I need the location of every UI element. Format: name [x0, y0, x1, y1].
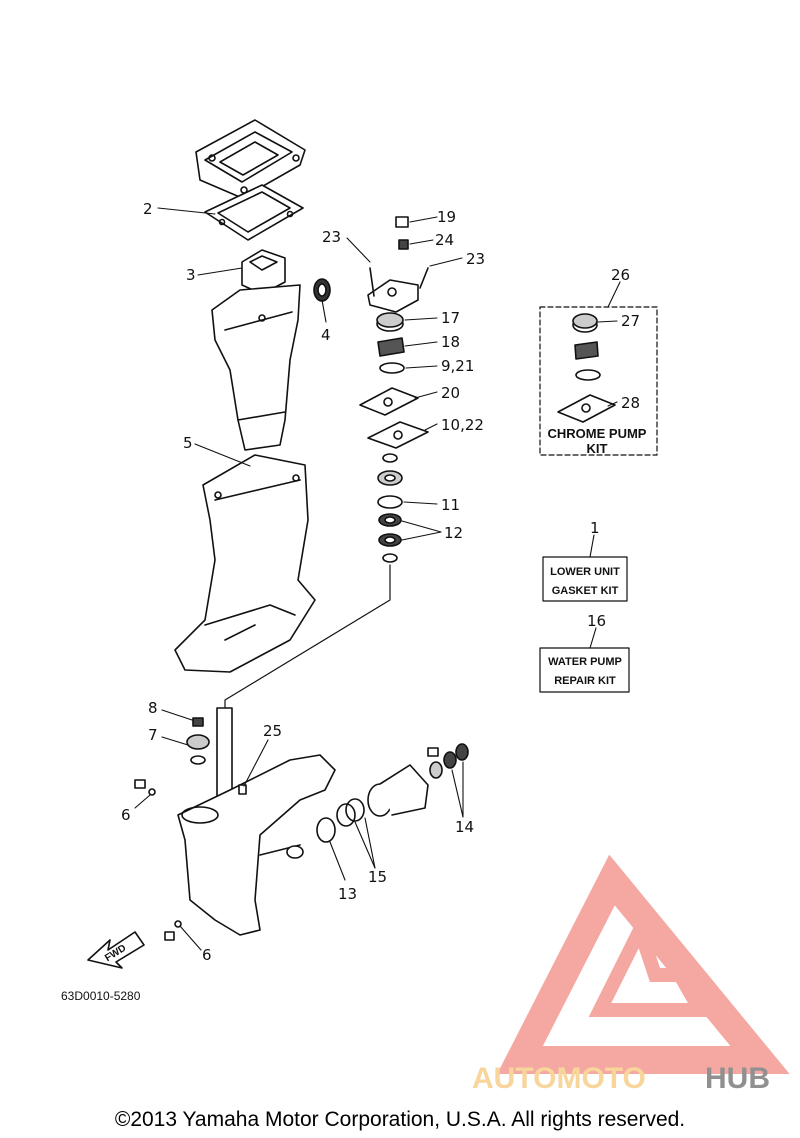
part-oil-seal-4 — [313, 278, 331, 302]
part-o-ring-13 — [316, 817, 336, 843]
callout-2: 2 — [143, 200, 153, 218]
callout-11: 11 — [441, 496, 460, 514]
kit-water-number: 16 — [587, 612, 606, 630]
kit-labels: 26 CHROME PUMP KIT 1 LOWER UNIT GASKET K… — [548, 266, 647, 687]
kit-water-line2: REPAIR KIT — [554, 675, 616, 687]
callout-24: 24 — [435, 231, 454, 249]
kit-lower-number: 1 — [590, 519, 600, 537]
kit-chrome-line1: CHROME PUMP — [548, 426, 647, 441]
water-pump-repair-kit-box — [539, 647, 630, 693]
callout-5: 5 — [183, 434, 193, 452]
logo-triangle-icon — [497, 854, 790, 1074]
part-gasket-2 — [204, 184, 304, 241]
part-insert-cartridge-17 — [376, 312, 404, 332]
callout-14: 14 — [455, 818, 474, 836]
alignment-line — [224, 564, 391, 709]
kit-water-line1: WATER PUMP — [548, 656, 622, 668]
fwd-arrow-icon — [87, 931, 145, 969]
callout-17: 17 — [441, 309, 460, 327]
part-screw-6-upper — [134, 779, 156, 796]
chrome-pump-kit-box — [539, 306, 658, 456]
leader-lines — [134, 207, 621, 951]
logo-text-automoto: AUTOMOTO — [472, 1062, 646, 1095]
callout-23-left: 23 — [322, 228, 341, 246]
part-o-ring-11 — [377, 495, 403, 509]
part-screw-8 — [192, 717, 204, 727]
callout-18: 18 — [441, 333, 460, 351]
kit-impeller — [574, 341, 599, 360]
callout-3: 3 — [186, 266, 196, 284]
callout-4: 4 — [321, 326, 331, 344]
kit-lower-line1: LOWER UNIT — [550, 566, 620, 578]
callout-labels: 2 3 4 5 6 6 7 8 9,21 10,22 11 12 13 14 1… — [121, 200, 640, 964]
part-impeller-18 — [377, 337, 405, 357]
part-propeller-shaft-housing — [367, 747, 439, 817]
callout-20: 20 — [441, 384, 460, 402]
callout-23-right: 23 — [466, 250, 485, 268]
part-gear-case — [177, 754, 336, 936]
kit-chrome-line2: KIT — [587, 441, 608, 456]
callout-12: 12 — [444, 524, 463, 542]
part-exhaust-guide-3 — [241, 249, 286, 295]
diagram-code: 63D0010-5280 — [61, 989, 141, 1003]
part-oil-seals-12 — [378, 513, 402, 547]
part-washer — [382, 553, 398, 563]
part-o-ring-9-21 — [379, 362, 405, 374]
kit-plate-28 — [557, 394, 616, 423]
part-outer-plate-20 — [359, 387, 419, 416]
part-o-rings-15 — [336, 798, 365, 827]
part-oil-seal-housing — [377, 470, 403, 486]
part-grommet-24 — [398, 239, 409, 250]
callout-13: 13 — [338, 885, 357, 903]
part-upper-casing — [211, 284, 301, 451]
kit-lower-line2: GASKET KIT — [552, 585, 619, 597]
part-bolt-19 — [395, 216, 409, 228]
kit-o-ring — [575, 369, 601, 381]
part-lower-casing — [174, 454, 316, 673]
kit-chrome-number: 26 — [611, 266, 630, 284]
callout-15: 15 — [368, 868, 387, 886]
callout-19: 19 — [437, 208, 456, 226]
part-drain-plug-7 — [186, 734, 210, 765]
kit-insert-27 — [572, 313, 598, 333]
callout-7: 7 — [148, 726, 158, 744]
part-seals-14 — [429, 743, 469, 779]
callout-28: 28 — [621, 394, 640, 412]
part-collar — [382, 453, 398, 463]
logo-inner-mark-icon — [588, 911, 713, 1017]
logo-text-hub: HUB — [705, 1062, 770, 1095]
watermark-logo: AUTOMOTO HUB — [472, 854, 790, 1095]
copyright-text: ©2013 Yamaha Motor Corporation, U.S.A. A… — [115, 1108, 685, 1131]
part-top-plate — [195, 119, 306, 199]
part-water-pump-housing-23 — [367, 267, 429, 313]
callout-6-lower: 6 — [202, 946, 212, 964]
part-pin-25 — [238, 784, 247, 795]
part-gasket-10-22 — [367, 421, 429, 449]
lower-unit-gasket-kit-box — [542, 556, 628, 602]
callout-6-upper: 6 — [121, 806, 131, 824]
callout-8: 8 — [148, 699, 158, 717]
callout-25: 25 — [263, 722, 282, 740]
part-screw-6-lower — [164, 920, 182, 941]
callout-9-21: 9,21 — [441, 357, 474, 375]
callout-10-22: 10,22 — [441, 416, 484, 434]
callout-27: 27 — [621, 312, 640, 330]
